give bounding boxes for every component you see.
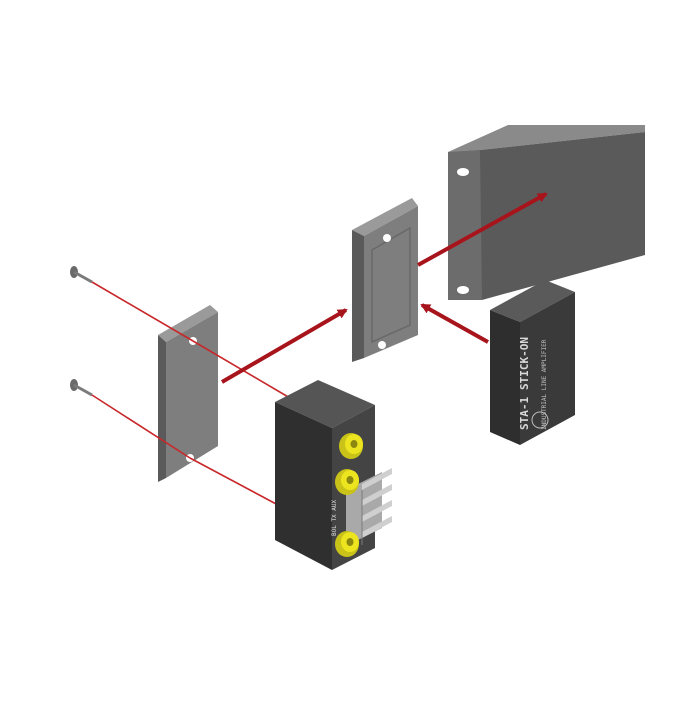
bnc-connector-middle — [335, 469, 359, 495]
mid-bracket — [352, 198, 418, 362]
module-label-block: STA-1 STICK-ON INDUSTRIAL LINE AMPLIFIER — [518, 337, 548, 430]
arrow-bracket-to-panel — [417, 192, 548, 267]
guide-line-lower-to-module — [189, 457, 279, 506]
front-bracket — [158, 305, 218, 482]
connector-module: BOL TX AUX — [275, 380, 392, 570]
stick-on-module: STA-1 STICK-ON INDUSTRIAL LINE AMPLIFIER — [490, 280, 575, 445]
assembly-arrows — [220, 192, 548, 384]
panel-hole-icon — [457, 168, 469, 176]
arrow-module-to-bracket — [420, 303, 489, 344]
connector-module-label: BOL TX AUX — [331, 499, 338, 536]
module-caption: INDUSTRIAL LINE AMPLIFIER — [541, 339, 548, 430]
bracket-hole-icon — [378, 341, 386, 349]
module-logo-icon — [531, 411, 549, 429]
module-label-type: STICK-ON — [518, 337, 531, 390]
bracket-hole-icon — [383, 234, 391, 242]
bnc-connector-top — [339, 433, 363, 459]
module-label-model: STA-1 — [518, 397, 531, 430]
rack-panel — [448, 125, 645, 300]
panel-hole-icon — [457, 286, 469, 294]
bnc-connector-bottom — [335, 531, 359, 557]
screw-upper — [70, 266, 93, 284]
screw-lower — [70, 379, 93, 397]
guide-line-screw-lower — [91, 394, 191, 459]
guide-line-screw-upper — [91, 281, 194, 342]
arrow-bracket-to-bracket — [220, 308, 348, 384]
